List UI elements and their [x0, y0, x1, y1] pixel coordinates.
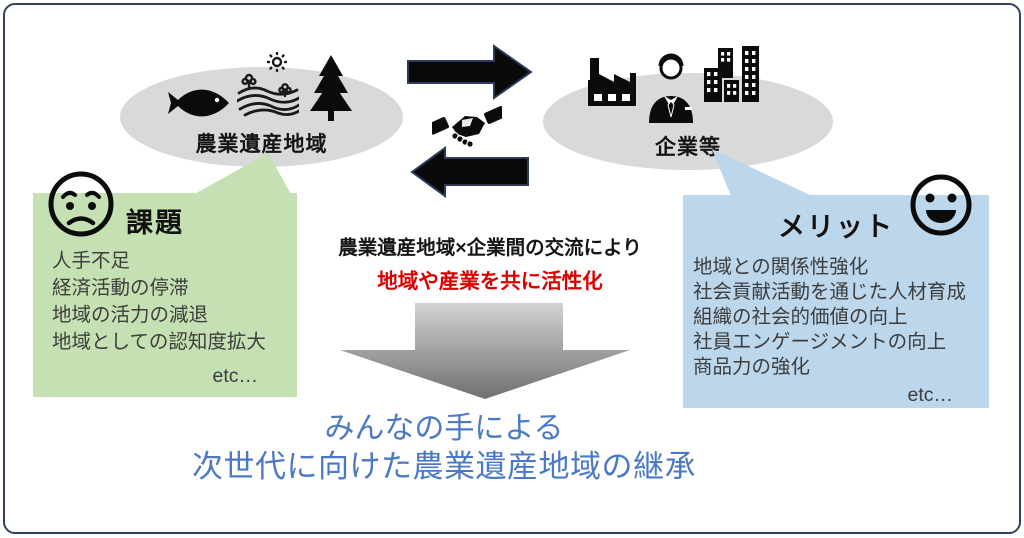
list-item: 地域との関係性強化 — [693, 256, 869, 278]
conclusion-line1: みんなの手による — [324, 412, 564, 445]
buildings-icon — [704, 46, 762, 107]
merit-list: 地域との関係性強化 社会貢献活動を通じた人材育成 組織の社会的価値の向上 社員エ… — [693, 255, 981, 408]
list-item: 社会貢献活動を通じた人材育成 — [693, 281, 967, 303]
center-message-line1: 農業遺産地域×企業間の交流により — [338, 237, 642, 259]
pine-tree-icon — [310, 55, 352, 126]
sad-face-icon — [47, 170, 115, 243]
region-ellipse: 農業遺産地域 — [120, 67, 403, 167]
merit-bubble-tail — [705, 146, 820, 203]
list-item: 地域の活力の減退 — [52, 304, 209, 326]
arrow-right-icon — [406, 43, 534, 106]
arrow-left-icon — [406, 145, 534, 204]
list-item: 社員エンゲージメントの向上 — [693, 331, 947, 353]
factory-icon — [586, 56, 638, 111]
etc-label: etc… — [212, 365, 258, 387]
list-item: 地域としての認知度拡大 — [52, 331, 266, 353]
conclusion-line2: 次世代に向けた農業遺産地域の継承 — [192, 448, 696, 484]
etc-label: etc… — [907, 384, 953, 406]
challenge-bubble-tail — [185, 150, 297, 203]
handshake-icon — [427, 103, 506, 158]
businessman-icon — [645, 51, 697, 128]
list-item: 商品力の強化 — [693, 356, 811, 378]
center-message: 農業遺産地域×企業間の交流により 地域や産業を共に活性化 — [300, 231, 680, 294]
fish-icon — [166, 87, 230, 124]
conclusion-text: みんなの手による 次世代に向けた農業遺産地域の継承 — [154, 411, 734, 486]
challenge-box: 課題 人手不足 経済活動の停滞 地域の活力の減退 地域としての認知度拡大 etc… — [33, 193, 297, 397]
challenge-title: 課題 — [126, 208, 184, 238]
region-label: 農業遺産地域 — [195, 133, 328, 156]
merit-title: メリット — [778, 212, 894, 242]
list-item: 組織の社会的価値の向上 — [693, 306, 908, 328]
company-label: 企業等 — [655, 136, 721, 159]
happy-face-icon — [909, 173, 973, 242]
down-arrow-icon — [340, 302, 630, 405]
center-message-line2: 地域や産業を共に活性化 — [377, 270, 603, 293]
list-item: 経済活動の停滞 — [52, 277, 189, 299]
rice-field-icon — [235, 51, 301, 123]
list-item: 人手不足 — [52, 250, 131, 272]
challenge-list: 人手不足 経済活動の停滞 地域の活力の減退 地域としての認知度拡大 etc… — [52, 248, 288, 390]
